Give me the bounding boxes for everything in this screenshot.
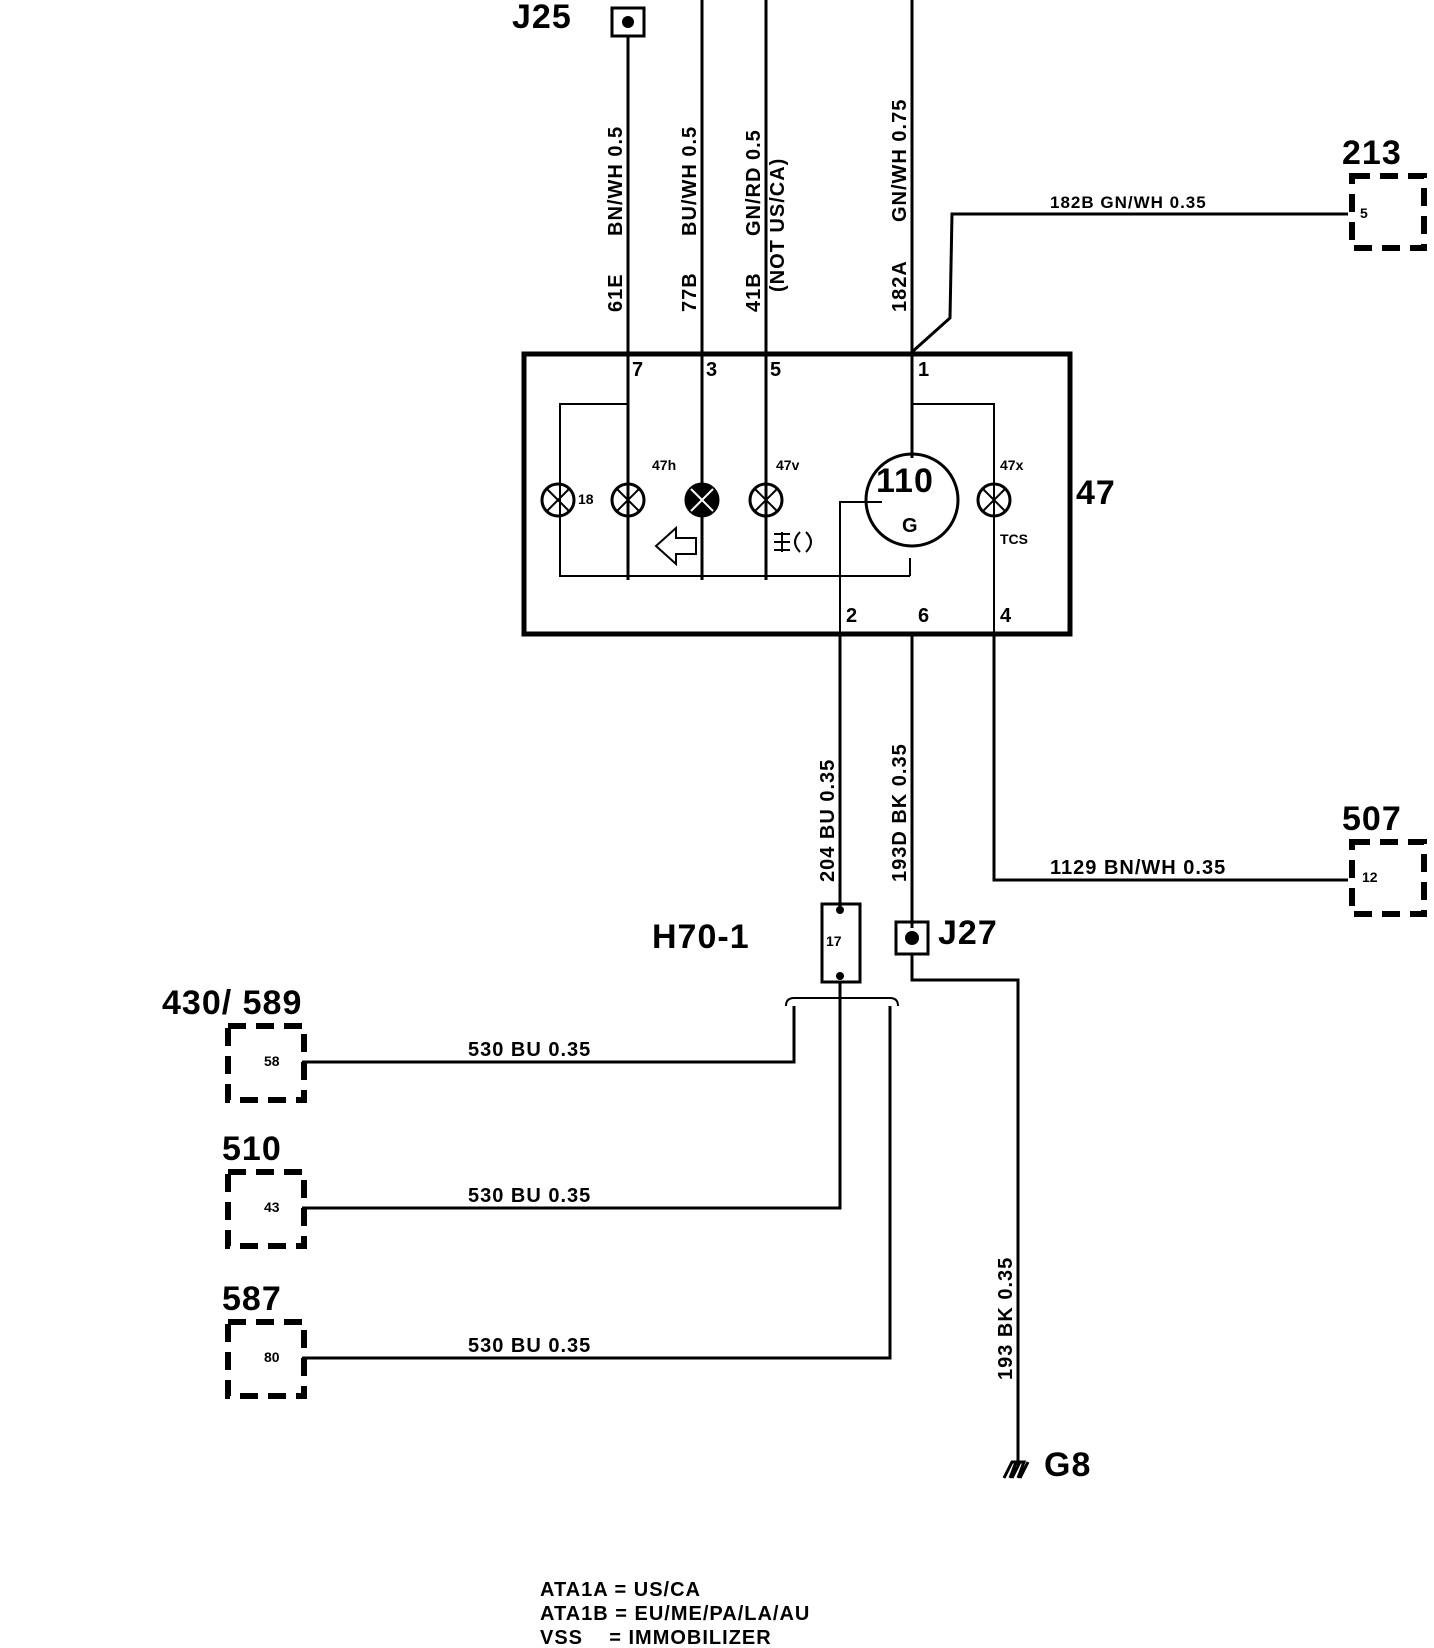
lamp-47v-icon	[748, 482, 784, 518]
connector-213: 213 5	[1342, 134, 1427, 251]
ground-icon	[1002, 1460, 1030, 1479]
connector-430-pin: 58	[264, 1053, 280, 1069]
wire-530-a	[302, 1006, 796, 1064]
module-47-box	[521, 351, 1073, 637]
gauge-letter: G	[902, 515, 919, 537]
connector-507-pin: 12	[1362, 869, 1378, 885]
pin-7: 7	[632, 359, 644, 381]
wire-182b-label: 182B GN/WH 0.35	[1050, 193, 1207, 212]
wire-77b-spec: BU/WH 0.5	[679, 126, 701, 236]
connector-587-id: 587	[222, 1280, 282, 1318]
lamp-47h-label: 47h	[652, 457, 676, 473]
connector-587-box	[225, 1319, 307, 1399]
legend-line-1: ATA1A = US/CA	[540, 1579, 701, 1601]
wire-41b-note: (NOT US/CA)	[767, 158, 789, 292]
wire-193-label: 193 BK 0.35	[995, 1257, 1017, 1380]
h70-label: H70-1	[652, 918, 750, 956]
wire-41b-spec: GN/RD 0.5	[743, 129, 765, 236]
j25-dot	[622, 16, 634, 28]
connector-587: 587 80	[222, 1280, 307, 1399]
lamp-pin7-icon	[610, 482, 646, 518]
wire-530-a-label: 530 BU 0.35	[468, 1039, 591, 1061]
tcs-feed	[912, 403, 995, 632]
lamp-18-icon	[540, 482, 576, 518]
connector-430-box	[225, 1023, 307, 1103]
wire-182a-code: 182A	[889, 260, 911, 312]
tcs-label: TCS	[1000, 531, 1028, 547]
module-47-label: 47	[1076, 474, 1116, 512]
j25-box	[610, 6, 646, 38]
wire-530-b	[302, 982, 842, 1210]
connector-213-box	[1349, 173, 1427, 251]
connector-587-pin: 80	[264, 1349, 280, 1365]
lamp-18-label: 18	[578, 491, 594, 507]
connector-213-id: 213	[1342, 134, 1402, 172]
lamp-47x-icon	[976, 482, 1012, 518]
junction-j25: J25	[512, 0, 646, 38]
pin-5: 5	[770, 359, 782, 381]
internal-bus	[559, 403, 910, 577]
h70-pin: 17	[826, 933, 842, 949]
wire-193d-label: 193D BK 0.35	[889, 743, 911, 882]
connector-510-box	[225, 1169, 307, 1249]
splice-bracket	[785, 997, 899, 1007]
j25-label: J25	[512, 0, 572, 36]
wire-61e-code: 61E	[605, 273, 627, 312]
connector-510-id: 510	[222, 1130, 282, 1168]
wire-182a-spec: GN/WH 0.75	[889, 99, 911, 222]
connector-430-589: 430/ 589 58	[162, 984, 307, 1103]
legend: ATA1A = US/CA ATA1B = EU/ME/PA/LA/AU VSS…	[540, 1579, 810, 1648]
wire-1129	[992, 632, 1348, 882]
connector-507: 507 12	[1342, 800, 1427, 917]
wire-41b-code: 41B	[743, 272, 765, 312]
junction-j27: J27	[894, 914, 998, 956]
turn-arrow-icon	[654, 525, 697, 567]
pin-6: 6	[918, 605, 930, 627]
wire-530-c-label: 530 BU 0.35	[468, 1335, 591, 1357]
connector-430-id: 430/ 589	[162, 984, 302, 1022]
wire-193	[910, 954, 1020, 1466]
gauge-signal	[839, 501, 882, 632]
pin-3: 3	[706, 359, 718, 381]
gauge-110-icon	[864, 452, 960, 548]
wire-204-label: 204 BU 0.35	[817, 759, 839, 882]
lamp-47h-icon	[684, 482, 720, 518]
pin-2: 2	[846, 605, 858, 627]
fog-lamp-icon	[774, 531, 812, 553]
wire-61e-spec: BN/WH 0.5	[605, 126, 627, 236]
gauge-number: 110	[876, 462, 934, 500]
lamp-47x-label: 47x	[1000, 457, 1024, 473]
module-47: 47 7 3 5 1 2 6 4 18 47h	[521, 351, 1116, 637]
connector-507-id: 507	[1342, 800, 1402, 838]
pin-1: 1	[918, 359, 930, 381]
legend-line-2: ATA1B = EU/ME/PA/LA/AU	[540, 1603, 810, 1625]
wire-182b	[910, 212, 1348, 354]
connector-510: 510 43	[222, 1130, 307, 1249]
j27-label: J27	[938, 914, 998, 952]
connector-213-pin: 5	[1360, 205, 1368, 221]
connector-510-pin: 43	[264, 1199, 280, 1215]
lamp-47v-label: 47v	[776, 457, 800, 473]
g8-label: G8	[1044, 1446, 1091, 1484]
wire-530-b-label: 530 BU 0.35	[468, 1185, 591, 1207]
splice-h70-1: 17 H70-1	[652, 902, 899, 1007]
wire-77b-code: 77B	[679, 272, 701, 312]
pin-4: 4	[1000, 605, 1012, 627]
legend-line-3: VSS = IMMOBILIZER	[540, 1627, 772, 1648]
wire-1129-label: 1129 BN/WH 0.35	[1050, 857, 1226, 879]
connector-507-box	[1349, 839, 1427, 917]
wire-530-c	[302, 1006, 892, 1360]
